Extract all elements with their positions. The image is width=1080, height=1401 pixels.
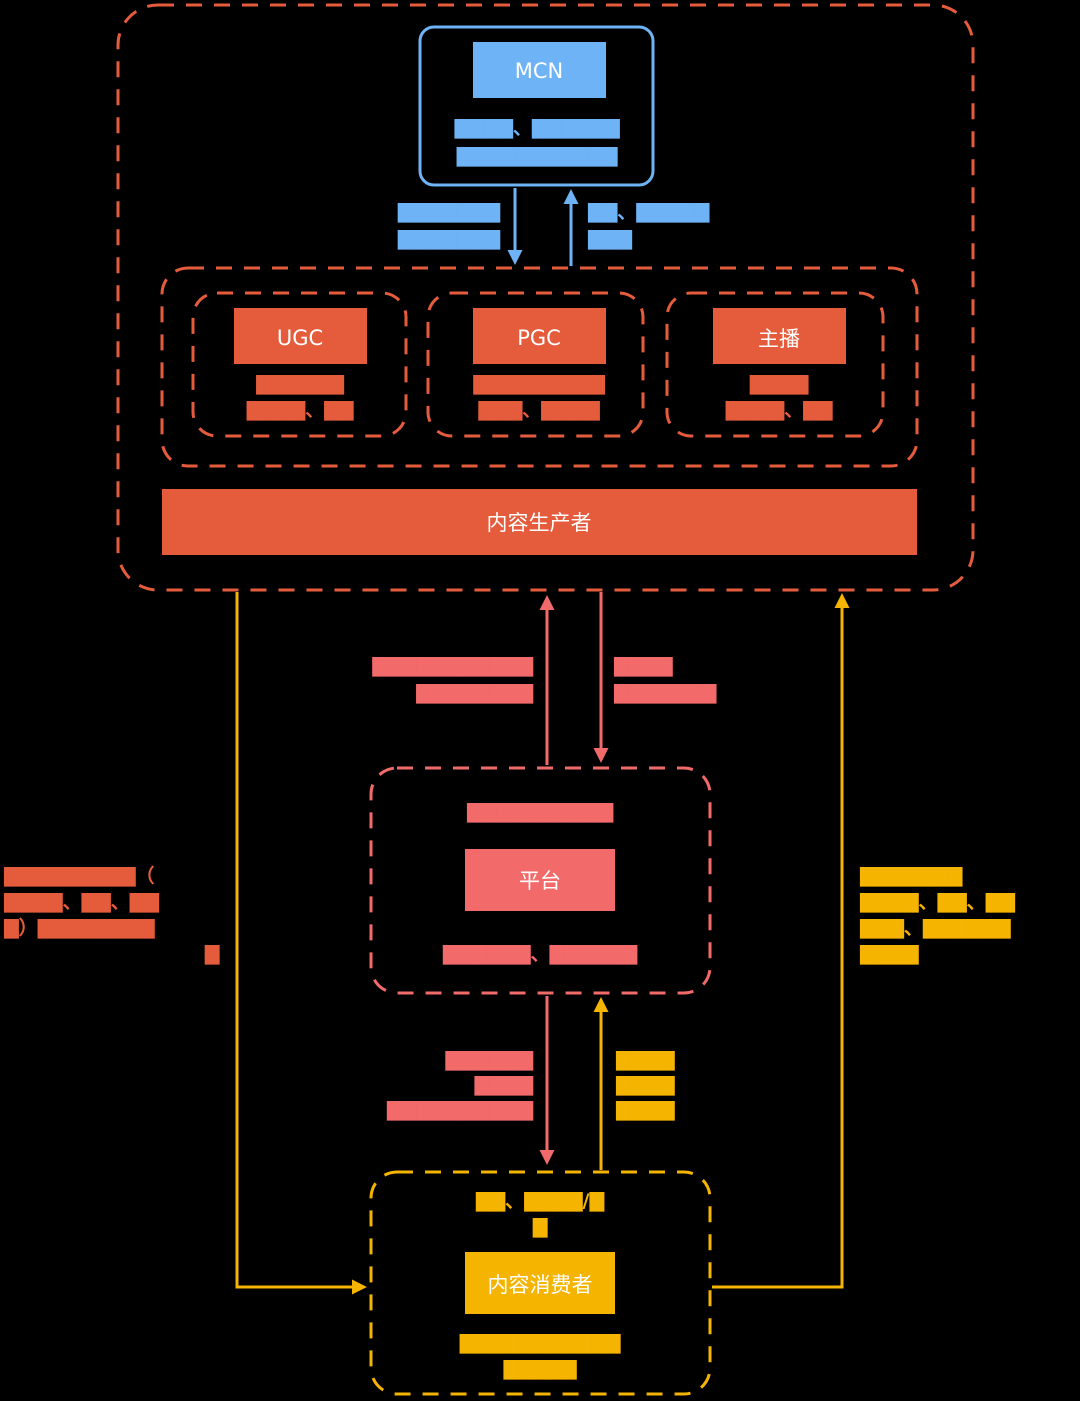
- mcn-caption-line1: ▇▇▇▇、▇▇▇▇▇▇: [453, 117, 620, 139]
- consumer-down-caption-line3: ▇▇▇▇▇▇▇▇▇▇: [386, 1099, 534, 1121]
- consumer-up-caption-line3: ▇▇▇▇: [615, 1099, 675, 1121]
- platform-down-caption-line1: ▇▇▇▇: [613, 655, 673, 677]
- left-note-line1: ▇▇▇▇▇▇▇▇▇（: [3, 864, 155, 887]
- anchor-caption-line2: ▇▇▇▇、▇▇: [725, 399, 833, 421]
- anchor-frame: [665, 291, 885, 438]
- right-note-line1: ▇▇▇▇▇▇▇: [859, 865, 963, 887]
- consumer-label: 内容消费者: [488, 1273, 593, 1297]
- consumer-caption-top-line2: ▇: [532, 1216, 548, 1238]
- platform-block: ▇▇▇▇▇▇▇▇▇▇ 平台 ▇▇▇▇▇▇、▇▇▇▇▇▇: [369, 766, 712, 995]
- producer-region: [116, 3, 975, 592]
- platform-caption-top: ▇▇▇▇▇▇▇▇▇▇: [466, 801, 614, 823]
- mcn-down-caption-line2: ▇▇▇▇▇▇▇: [397, 228, 501, 250]
- mcn-block: MCN ▇▇▇▇、▇▇▇▇▇▇ ▇▇▇▇▇▇▇▇▇▇▇: [418, 25, 655, 187]
- ugc-label: UGC: [277, 326, 323, 350]
- anchor-box: [713, 308, 846, 364]
- right-note-line4: ▇▇▇▇: [859, 943, 919, 965]
- consumer-caption-bottom-line2: ▇▇▇▇▇: [502, 1358, 576, 1380]
- right-note-line3: ▇▇▇、▇▇▇▇▇▇: [859, 917, 1011, 939]
- anchor-block: 主播 ▇▇▇▇ ▇▇▇▇、▇▇: [665, 291, 885, 438]
- ugc-caption-line1: ▇▇▇▇▇▇: [255, 373, 344, 395]
- platform-caption-bottom: ▇▇▇▇▇▇、▇▇▇▇▇▇: [442, 943, 638, 965]
- pgc-caption-line1: ▇▇▇▇▇▇▇▇▇: [472, 373, 605, 395]
- anchor-label: 主播: [758, 327, 800, 351]
- right-note-line2: ▇▇▇▇、▇▇、▇▇: [859, 891, 1015, 913]
- producers-to-consumer-left-arrow: [235, 592, 367, 1295]
- pgc-caption-line2: ▇▇▇、▇▇▇▇: [477, 399, 600, 421]
- producer-bar: [162, 489, 917, 555]
- ugc-caption-line2: ▇▇▇▇、▇▇: [246, 399, 354, 421]
- platform-down-caption-line2: ▇▇▇▇▇▇▇: [613, 682, 717, 704]
- pgc-label: PGC: [517, 326, 561, 350]
- consumer-frame: [369, 1170, 712, 1396]
- consumer-down-caption-line2: ▇▇▇▇: [474, 1074, 534, 1096]
- consumer-caption-bottom-line1: ▇▇▇▇▇▇▇▇▇▇▇: [459, 1332, 621, 1354]
- consumer-caption-top-line1: ▇▇、▇▇▇▇/▇: [475, 1190, 605, 1212]
- pgc-block: PGC ▇▇▇▇▇▇▇▇▇ ▇▇▇、▇▇▇▇: [426, 291, 645, 438]
- platform-up-caption-line1: ▇▇▇▇▇▇▇▇▇▇▇: [371, 655, 533, 677]
- anchor-caption-line1: ▇▇▇▇: [749, 373, 809, 395]
- mcn-up-caption-line2: ▇▇▇: [587, 228, 632, 250]
- ugc-box: [234, 308, 367, 364]
- consumer-block: ▇▇、▇▇▇▇/▇ ▇ 内容消费者 ▇▇▇▇▇▇▇▇▇▇▇ ▇▇▇▇▇: [369, 1170, 712, 1396]
- mcn-frame: [418, 25, 655, 187]
- pgc-frame: [426, 291, 645, 438]
- platform-up-caption-line2: ▇▇▇▇▇▇▇▇: [415, 682, 533, 704]
- producers-group: [160, 266, 919, 468]
- left-note-line3: ▇）▇▇▇▇▇▇▇▇: [3, 916, 155, 939]
- mcn-up-caption-line1: ▇▇、▇▇▇▇▇: [587, 201, 710, 223]
- consumer-down-caption-line1: ▇▇▇▇▇▇: [444, 1049, 533, 1071]
- consumer-box: [465, 1252, 615, 1314]
- producer-bar-label: 内容生产者: [487, 511, 592, 535]
- mcn-box: [473, 42, 606, 98]
- consumer-to-producers-right-arrow: [712, 593, 850, 1289]
- consumer-up-caption-line2: ▇▇▇▇: [615, 1074, 675, 1096]
- mcn-caption-line2: ▇▇▇▇▇▇▇▇▇▇▇: [456, 145, 618, 167]
- pgc-box: [473, 308, 606, 364]
- mcn-down-caption-line1: ▇▇▇▇▇▇▇: [397, 201, 501, 223]
- left-note-line4: ▇: [204, 943, 220, 965]
- mcn-label: MCN: [515, 59, 564, 83]
- platform-frame: [369, 766, 712, 995]
- ugc-block: UGC ▇▇▇▇▇▇ ▇▇▇▇、▇▇: [191, 291, 408, 438]
- consumer-up-caption-line1: ▇▇▇▇: [615, 1049, 675, 1071]
- left-note-line2: ▇▇▇▇、▇▇、▇▇: [3, 891, 159, 913]
- platform-label: 平台: [519, 869, 561, 893]
- platform-box: [465, 849, 615, 911]
